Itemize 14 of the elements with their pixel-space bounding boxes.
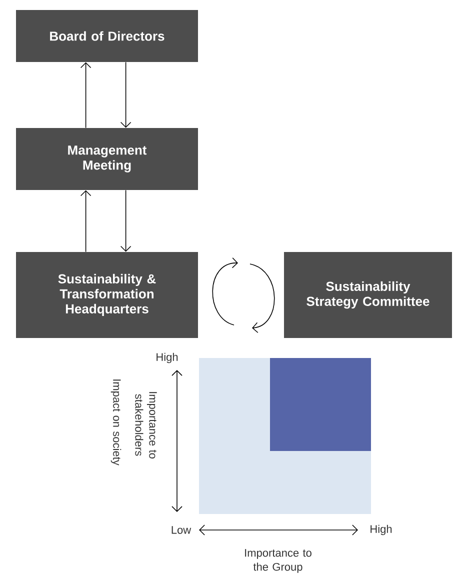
arrow [80,62,92,128]
process-box: Management Meeting [16,128,198,190]
process-box: Sustainability & Transformation Headquarters [16,252,198,338]
axis-label: High [156,352,178,364]
axis-label: High [370,524,392,536]
process-box: Sustainability Strategy Committee [284,252,452,338]
process-box: Board of Directors [16,10,198,62]
arrow [80,190,92,252]
arrow [120,190,132,252]
axis-label: Impact on society [110,380,122,466]
arrow [120,62,132,128]
axis-label: Low [172,526,192,534]
axis-label: Importance to the Group [245,549,312,573]
axis-label: Importance to stakeholders [135,392,157,458]
